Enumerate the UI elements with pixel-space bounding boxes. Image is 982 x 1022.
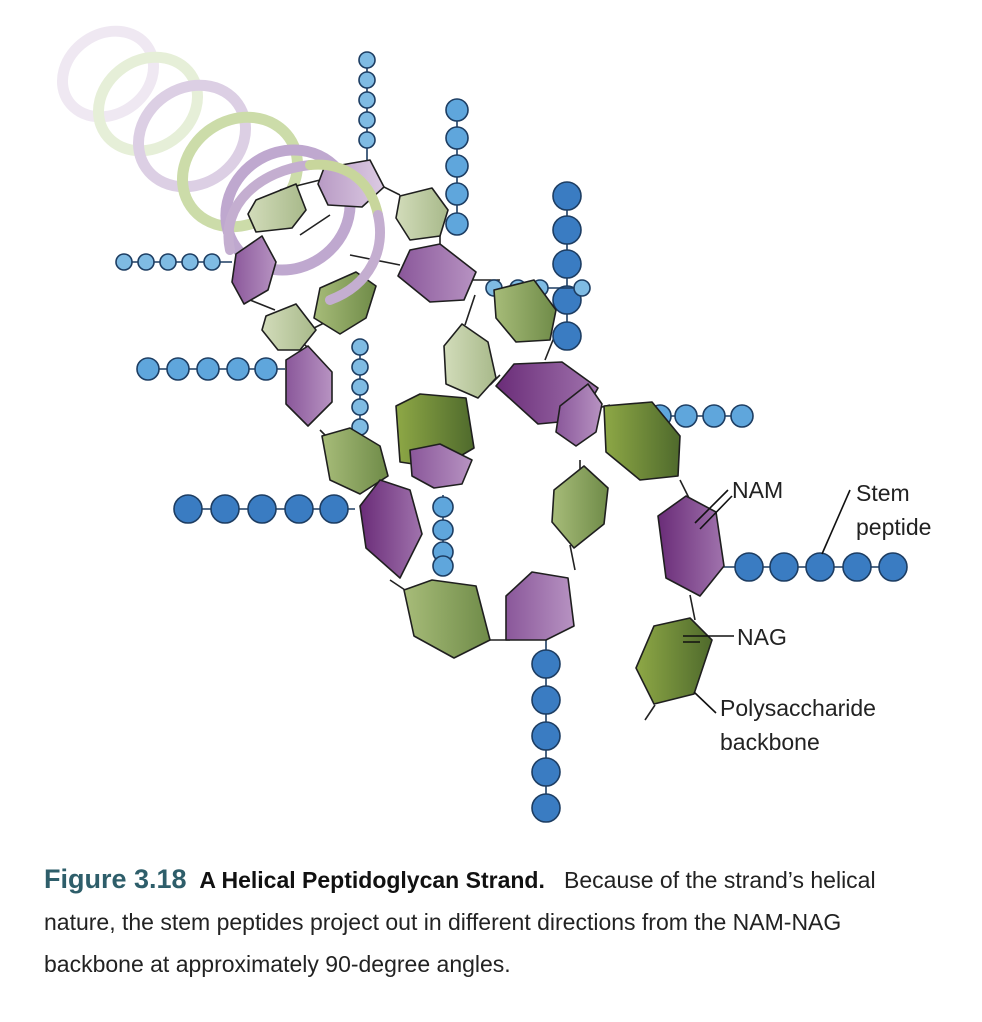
nam-leader	[699, 495, 733, 530]
label-nam: NAM	[732, 477, 783, 503]
peptide-left-a	[115, 253, 232, 271]
label-backbone-line2: backbone	[720, 729, 820, 755]
nag-hexagon	[403, 579, 491, 659]
figure-number: Figure 3.18	[44, 864, 187, 894]
label-nag: NAG	[737, 624, 787, 650]
helix-front	[223, 159, 385, 305]
stem-leader	[821, 489, 851, 555]
peptide-left-b	[136, 357, 285, 381]
nag-hexagon	[395, 187, 449, 241]
nam-leader	[694, 489, 729, 524]
peptide-top-c	[552, 181, 582, 351]
nam-hexagon	[505, 571, 575, 641]
peptide-top-b	[445, 98, 469, 236]
peptide-mid-down	[432, 495, 454, 577]
peptide-bottom	[531, 640, 561, 823]
label-backbone-line1: Polysaccharide	[720, 695, 876, 721]
peptide-inner-down	[351, 338, 369, 440]
nag-hexagon	[261, 303, 317, 351]
nam-hexagon	[285, 345, 333, 427]
figure-caption-text: Because of the strand’s helical nature, …	[44, 867, 876, 977]
label-stem-peptide-line1: Stem	[856, 480, 910, 506]
nag-hexagon	[635, 617, 713, 705]
nam-hexagon	[231, 235, 277, 305]
nam-hexagon	[657, 495, 725, 597]
nam-hexagon	[359, 479, 423, 579]
peptide-right-labeled	[722, 552, 908, 582]
nag-hexagon	[247, 183, 307, 233]
nam-hexagon	[409, 443, 473, 489]
nag-hexagon	[551, 465, 609, 549]
sugar-rings	[231, 159, 725, 705]
peptide-top-a	[358, 51, 376, 160]
peptidoglycan-diagram: NAM Stem peptide NAG Polysaccharide back…	[56, 25, 931, 823]
nag-hexagon	[493, 279, 557, 343]
nag-hexagon	[443, 323, 497, 399]
nam-hexagon	[555, 383, 603, 447]
nag-hexagon	[603, 401, 681, 481]
backbone-leader	[693, 691, 717, 714]
helix-fade	[56, 25, 356, 276]
figure-caption: Figure 3.18 A Helical Peptidoglycan Stra…	[44, 858, 944, 985]
nag-hexagon	[321, 427, 389, 495]
label-stem-peptide-line2: peptide	[856, 514, 931, 540]
figure-title: A Helical Peptidoglycan Strand.	[199, 867, 545, 893]
leader-lines	[683, 489, 851, 714]
nam-hexagon	[397, 243, 477, 303]
peptide-left-c	[173, 494, 355, 524]
